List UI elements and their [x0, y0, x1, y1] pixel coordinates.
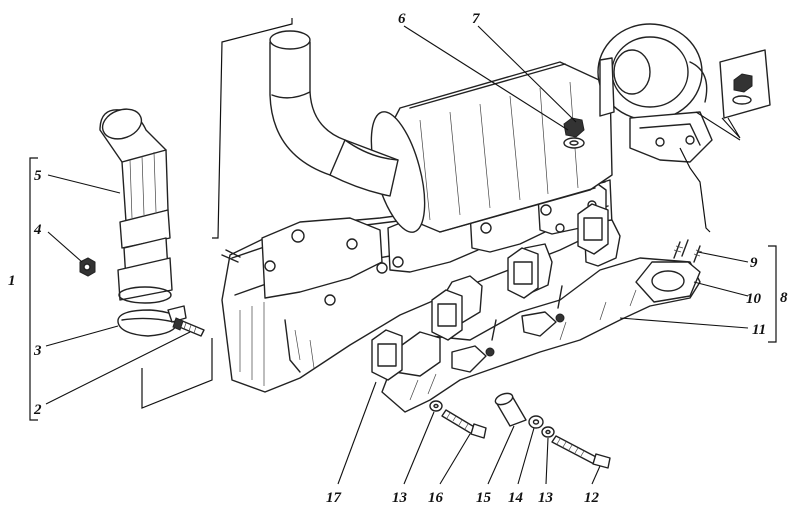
loose-fasteners — [429, 392, 611, 469]
callout-11: 11 — [752, 322, 766, 338]
callout-13-right: 13 — [538, 490, 554, 506]
callout-10: 10 — [746, 291, 762, 307]
callout-7: 7 — [472, 11, 480, 27]
callout-2: 2 — [33, 402, 42, 418]
turbo-nut-washer — [563, 117, 585, 149]
callout-9: 9 — [750, 255, 758, 271]
air-intake-housing — [269, 30, 613, 233]
callout-13-left: 13 — [392, 490, 408, 506]
turbocharger — [597, 23, 713, 163]
turbo-fastener-inset — [695, 49, 771, 141]
callout-6: 6 — [398, 11, 406, 27]
callout-12: 12 — [584, 490, 600, 506]
callout-labels: 1 2 3 4 5 6 7 8 9 10 11 12 13 13 14 15 1… — [8, 11, 788, 506]
port-gaskets — [371, 203, 609, 381]
callout-8: 8 — [780, 290, 788, 306]
callout-15: 15 — [476, 490, 492, 506]
callout-16: 16 — [428, 490, 444, 506]
callout-17: 17 — [326, 490, 342, 506]
callout-14: 14 — [508, 490, 524, 506]
callout-1: 1 — [8, 273, 16, 289]
group-brackets — [29, 157, 777, 421]
callout-3: 3 — [33, 343, 42, 359]
callout-5: 5 — [34, 168, 42, 184]
leader-lines — [45, 25, 749, 485]
callout-4: 4 — [33, 222, 42, 238]
exhaust-elbow-assembly — [79, 108, 205, 337]
assembly-connection-lines — [141, 18, 711, 409]
